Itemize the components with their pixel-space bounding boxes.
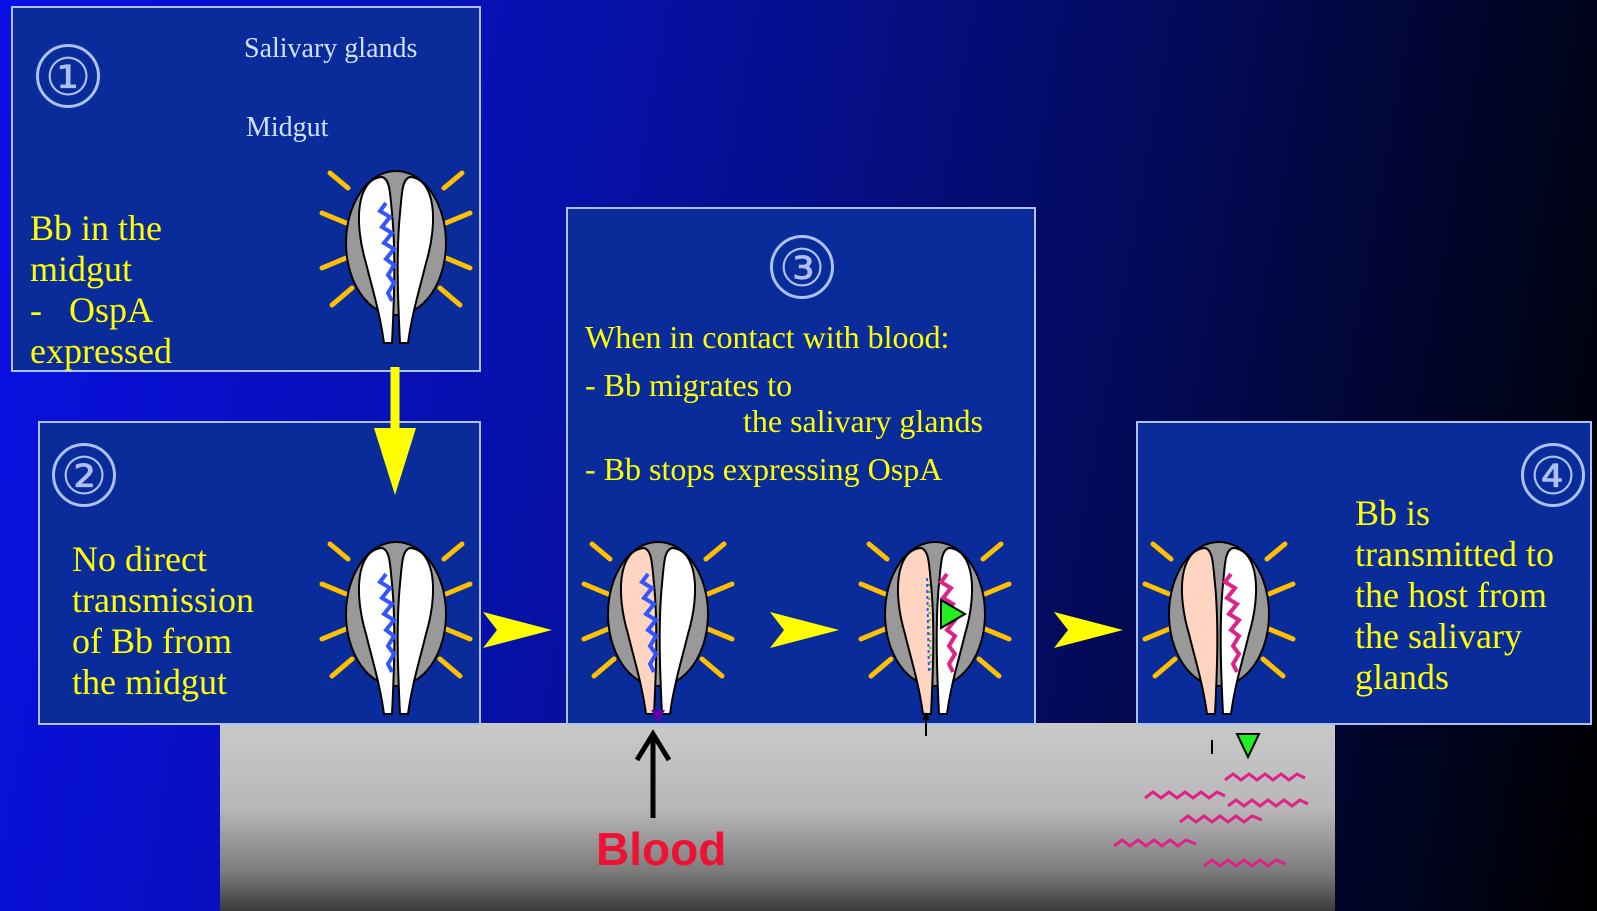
- host-bacteria: [1114, 774, 1308, 866]
- tick-illustration-1: [322, 171, 470, 343]
- tick-illustration-4: [1145, 542, 1293, 757]
- tick-illustration-2: [322, 542, 470, 714]
- tick-illustration-3a: [584, 542, 732, 722]
- right-arrow-1: [483, 612, 552, 648]
- tick-illustration-3b: [861, 542, 1009, 736]
- right-arrow-2: [770, 612, 839, 648]
- down-arrow: [374, 367, 416, 495]
- right-arrow-3: [1054, 612, 1123, 648]
- blood-arrow: [637, 734, 669, 818]
